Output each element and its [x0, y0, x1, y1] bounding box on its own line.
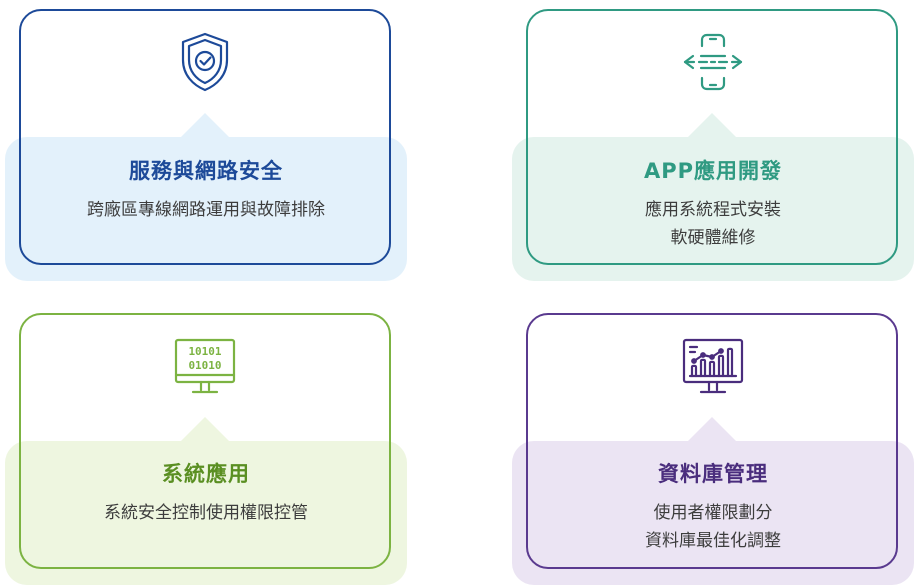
card-security-background: [5, 137, 407, 281]
card-security-title: 服務與網路安全: [129, 159, 283, 183]
card-database: [526, 313, 898, 569]
card-security-description: 跨廠區專線網路運用與故障排除: [5, 196, 407, 224]
card-database-pointer: [688, 417, 736, 441]
analytics-monitor-icon: [681, 335, 745, 399]
card-app: [526, 9, 898, 265]
card-app-description: 應用系統程式安裝 軟硬體維修: [512, 196, 914, 252]
shield-check-icon: [173, 30, 237, 94]
card-database-title: 資料庫管理: [658, 462, 768, 486]
card-security-line: 跨廠區專線網路運用與故障排除: [87, 200, 325, 220]
card-system-pointer: [181, 417, 229, 441]
card-app-title: APP應用開發: [643, 159, 783, 183]
mobile-app-exchange-icon: [681, 30, 745, 94]
binary-monitor-icon: 10101 01010: [173, 335, 237, 399]
card-system: [19, 313, 391, 569]
card-database-background: [512, 441, 914, 585]
card-system-line: 系統安全控制使用權限控管: [104, 503, 308, 523]
card-database-line: 資料庫最佳化調整: [645, 531, 781, 551]
card-app-line: 軟硬體維修: [670, 228, 756, 248]
card-app-background: [512, 137, 914, 281]
card-app-pointer: [688, 113, 736, 137]
card-security: [19, 9, 391, 265]
card-database-line: 使用者權限劃分: [653, 503, 773, 523]
svg-text:10101: 10101: [188, 345, 221, 358]
card-system-description: 系統安全控制使用權限控管: [5, 499, 407, 527]
card-database-description: 使用者權限劃分 資料庫最佳化調整: [512, 499, 914, 555]
card-system-title: 系統應用: [162, 462, 250, 486]
svg-text:01010: 01010: [188, 359, 221, 372]
card-app-line: 應用系統程式安裝: [645, 200, 781, 220]
card-system-background: [5, 441, 407, 585]
card-security-pointer: [181, 113, 229, 137]
